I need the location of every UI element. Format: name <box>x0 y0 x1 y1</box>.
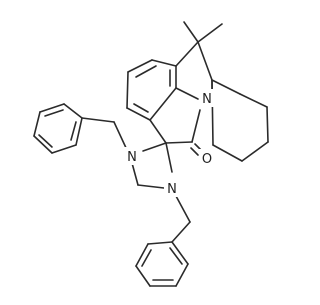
atom-n-imidazolidine-2-background <box>164 179 180 197</box>
bond <box>137 184 165 189</box>
bond <box>149 87 177 121</box>
bond <box>135 265 151 287</box>
bond <box>171 241 189 265</box>
bond <box>241 141 269 162</box>
bond <box>212 144 243 162</box>
bond <box>151 59 177 67</box>
bond <box>51 144 77 154</box>
atom-n-imidazolidine-1: N <box>127 150 137 165</box>
bond <box>175 87 199 100</box>
bond <box>38 134 53 148</box>
bond <box>165 141 193 144</box>
atom-o-carbonyl: O <box>202 152 212 167</box>
bond <box>197 23 223 43</box>
atom-n-imidazolidine-2: N <box>167 182 177 197</box>
bond <box>33 111 41 137</box>
bond <box>266 106 269 143</box>
bond <box>175 263 189 287</box>
bond <box>33 135 53 154</box>
atom-labels: N N N O <box>124 89 215 197</box>
atom-n-ring-background <box>199 89 215 107</box>
bond <box>171 221 191 243</box>
benzyl-lower-bonds <box>135 195 191 287</box>
bond <box>175 195 191 223</box>
bond <box>135 65 157 78</box>
bond <box>149 119 167 144</box>
bond <box>70 121 77 141</box>
bond <box>131 162 139 186</box>
bond <box>142 142 167 152</box>
molecule-drawing: N N N O <box>33 21 269 287</box>
bond <box>75 117 83 146</box>
atom-n-imidazolidine-1-background <box>124 147 140 165</box>
bond <box>44 109 64 117</box>
atom-n-ring: N <box>202 92 212 107</box>
bond <box>175 41 199 67</box>
bond <box>190 147 199 156</box>
bond <box>81 117 115 123</box>
bond <box>39 103 65 113</box>
bond <box>133 103 149 113</box>
bond <box>135 243 149 267</box>
structure-canvas: N N N O <box>33 21 269 287</box>
bond <box>126 71 129 109</box>
bond <box>113 121 128 151</box>
bond <box>141 249 152 267</box>
ring-tetrahydro-bonds <box>175 21 223 100</box>
bond <box>211 79 241 95</box>
bond <box>165 142 173 173</box>
ring-lactam-bonds <box>149 109 203 156</box>
bond <box>127 59 153 73</box>
bond <box>126 107 151 121</box>
bond <box>147 241 173 245</box>
ring-benzo-bonds <box>126 59 177 121</box>
bond <box>169 247 183 265</box>
ring-cyclohexane-bonds <box>211 79 269 162</box>
bond <box>197 41 213 81</box>
bond <box>191 109 201 143</box>
atom-o-carbonyl-background <box>199 149 215 167</box>
benzyl-upper-bonds <box>33 103 128 154</box>
ring-imidazolidine-bonds <box>131 142 173 189</box>
bond <box>239 93 268 108</box>
bond <box>183 21 199 43</box>
bond <box>63 103 83 119</box>
